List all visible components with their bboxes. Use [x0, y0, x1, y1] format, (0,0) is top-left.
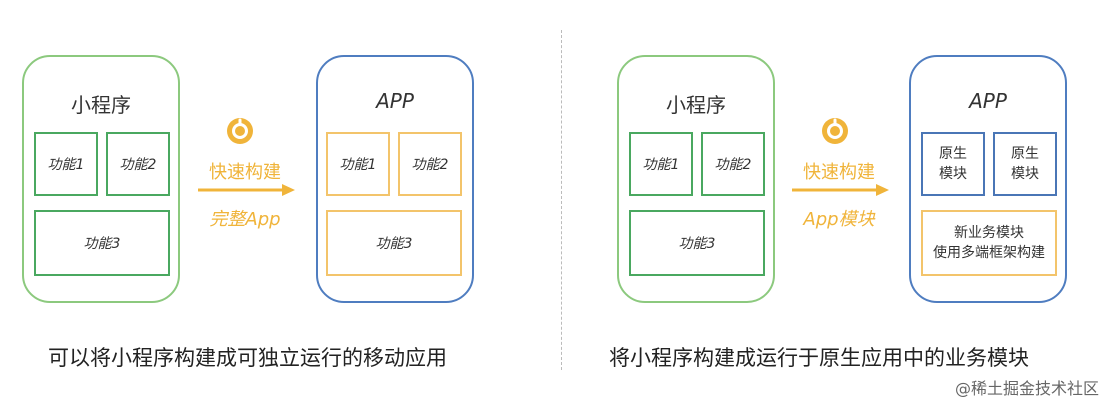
left-app-panel: APP 功能1 功能2 功能3: [316, 55, 474, 303]
left-app-feature-1: 功能1: [326, 132, 390, 196]
left-app-feature-3: 功能3: [326, 210, 462, 276]
right-arrow-top-label: 快速构建: [803, 162, 875, 183]
left-miniapp-title: 小程序: [71, 93, 131, 117]
watermark: @稀土掘金技术社区: [954, 379, 1099, 398]
right-miniapp-feature-3: 功能3: [629, 210, 765, 276]
left-build-icon: [227, 118, 253, 144]
left-miniapp-feature-3: 功能3: [34, 210, 170, 276]
right-native-module-2-label: 原生 模块: [1011, 146, 1039, 182]
left-arrow: [198, 184, 295, 196]
left-app-feature-2: 功能2: [398, 132, 462, 196]
left-miniapp-feature-1: 功能1: [34, 132, 98, 196]
right-arrow: [792, 184, 889, 196]
right-miniapp-panel: 小程序 功能1 功能2 功能3: [617, 55, 775, 303]
right-native-module-1: 原生 模块: [921, 132, 985, 196]
right-caption: 将小程序构建成运行于原生应用中的业务模块: [609, 346, 1029, 370]
right-app-title: APP: [969, 89, 1007, 113]
left-caption: 可以将小程序构建成可独立运行的移动应用: [48, 346, 447, 370]
left-miniapp-feature-2: 功能2: [106, 132, 170, 196]
right-native-module-2: 原生 模块: [993, 132, 1057, 196]
right-native-module-1-label: 原生 模块: [939, 146, 967, 182]
right-miniapp-title: 小程序: [666, 93, 726, 117]
right-business-module: 新业务模块 使用多端框架构建: [921, 210, 1057, 276]
left-arrow-top-label: 快速构建: [209, 162, 281, 183]
left-miniapp-panel: 小程序 功能1 功能2 功能3: [22, 55, 180, 303]
right-miniapp-feature-1: 功能1: [629, 132, 693, 196]
left-app-title: APP: [376, 89, 414, 113]
left-arrow-bottom-label: 完整App: [209, 209, 281, 230]
right-miniapp-feature-2: 功能2: [701, 132, 765, 196]
section-divider: [561, 30, 562, 370]
right-app-panel: APP 原生 模块 原生 模块 新业务模块 使用多端框架构建: [909, 55, 1067, 303]
right-arrow-bottom-label: App模块: [803, 209, 875, 230]
right-business-module-label: 新业务模块 使用多端框架构建: [933, 225, 1045, 261]
right-build-icon: [822, 118, 848, 144]
